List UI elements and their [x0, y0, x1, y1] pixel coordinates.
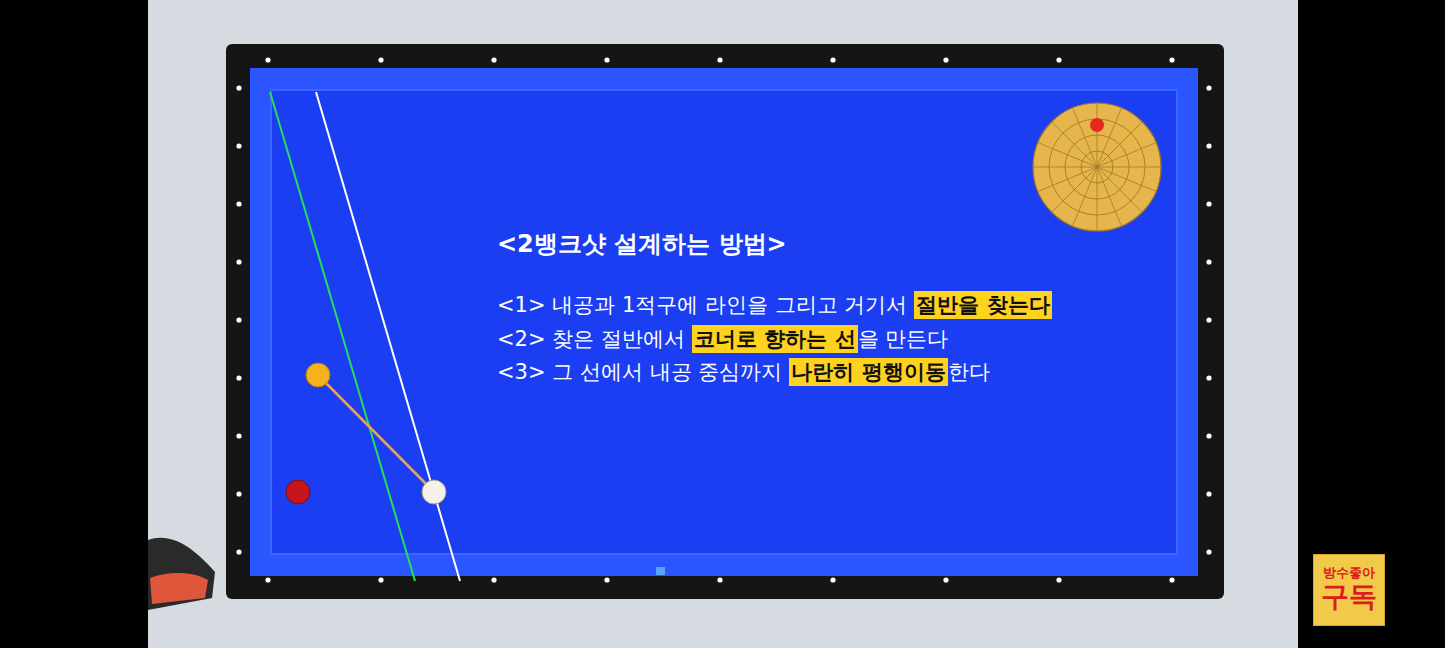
diamond-dot	[1206, 201, 1211, 206]
diamond-dot	[236, 317, 241, 322]
green-line	[270, 92, 415, 581]
step-text: 을 만든다	[858, 325, 949, 353]
logo-name: 방수좋아	[1323, 566, 1375, 581]
diamond-dot	[236, 433, 241, 438]
tip-spoke	[1097, 167, 1161, 168]
highlight-text: 나란히 평행이동	[789, 358, 947, 386]
tip-spoke	[1097, 167, 1142, 212]
diamond-dot	[1056, 577, 1061, 582]
step-text: 한다	[948, 358, 990, 386]
aim-line	[318, 375, 434, 492]
highlight-text: 절반을 찾는다	[914, 291, 1051, 319]
tip-spoke	[1097, 167, 1098, 231]
diamond-dot	[1206, 259, 1211, 264]
white-line	[316, 92, 460, 581]
diamond-dot	[1206, 375, 1211, 380]
diamond-dot	[943, 57, 948, 62]
diamond-dot	[830, 577, 835, 582]
tip-spoke	[1097, 122, 1142, 167]
diamond-dot	[1206, 433, 1211, 438]
diamond-dot	[717, 577, 722, 582]
diamond-dot	[491, 577, 496, 582]
diamond-marks	[236, 57, 1211, 582]
diamond-dot	[830, 57, 835, 62]
white-ball	[422, 480, 446, 504]
diamond-dot	[1206, 317, 1211, 322]
step-text: <2> 찾은 절반에서	[497, 325, 685, 353]
diamond-dot	[236, 143, 241, 148]
step-text: <3> 그 선에서 내공 중심까지	[497, 358, 782, 386]
diamond-dot	[717, 57, 722, 62]
diamond-dot	[943, 577, 948, 582]
diamond-dot	[1056, 57, 1061, 62]
heading: <2뱅크샷 설계하는 방법>	[497, 228, 787, 260]
diamond-dot	[378, 577, 383, 582]
diamond-dot	[604, 577, 609, 582]
step-line: <3> 그 선에서 내공 중심까지나란히 평행이동한다	[497, 358, 990, 386]
chalk	[656, 567, 665, 575]
glove	[150, 573, 208, 604]
diamond-dot	[265, 57, 270, 62]
diamond-dot	[1169, 577, 1174, 582]
diamond-dot	[491, 57, 496, 62]
tip-point	[1090, 118, 1104, 132]
diamond-dot	[1206, 549, 1211, 554]
diamond-dot	[236, 85, 241, 90]
diamond-dot	[1206, 143, 1211, 148]
diamond-dot	[604, 57, 609, 62]
tip-chart	[1033, 103, 1161, 231]
tip-spoke	[1097, 143, 1156, 167]
diamond-dot	[265, 577, 270, 582]
tip-spoke	[1052, 167, 1097, 212]
yellow-ball	[306, 363, 330, 387]
diamond-dot	[378, 57, 383, 62]
highlight-text: 코너로 향하는 선	[692, 325, 858, 353]
diamond-dot	[236, 259, 241, 264]
red-ball	[286, 480, 310, 504]
diamond-dot	[236, 201, 241, 206]
tip-spoke	[1073, 108, 1097, 167]
tip-spoke	[1052, 122, 1097, 167]
hand	[148, 538, 215, 610]
diamond-dot	[1206, 85, 1211, 90]
logo-subscribe: 구독	[1321, 581, 1377, 613]
diamond-dot	[1169, 57, 1174, 62]
diamond-dot	[236, 549, 241, 554]
step-line: <2> 찾은 절반에서코너로 향하는 선을 만든다	[497, 325, 948, 353]
diamond-dot	[236, 375, 241, 380]
step-text: <1> 내공과 1적구에 라인을 그리고 거기서	[497, 291, 907, 319]
floor	[148, 0, 1298, 648]
tip-circle	[1033, 103, 1161, 231]
tip-spoke	[1097, 103, 1098, 167]
tip-spoke	[1038, 167, 1097, 191]
tip-spoke	[1097, 167, 1121, 226]
video-bar	[0, 0, 148, 648]
tip-spoke	[1033, 167, 1097, 168]
step-line: <1> 내공과 1적구에 라인을 그리고 거기서절반을 찾는다	[497, 291, 1052, 319]
diamond-dot	[236, 491, 241, 496]
video-bar	[1298, 0, 1445, 648]
diamond-dot	[1206, 491, 1211, 496]
cloth	[271, 90, 1177, 554]
cushion	[250, 68, 1198, 576]
table-rail	[226, 44, 1224, 599]
subscribe-logo: 방수좋아구독	[1313, 554, 1385, 626]
cushion-edge	[271, 90, 1177, 554]
